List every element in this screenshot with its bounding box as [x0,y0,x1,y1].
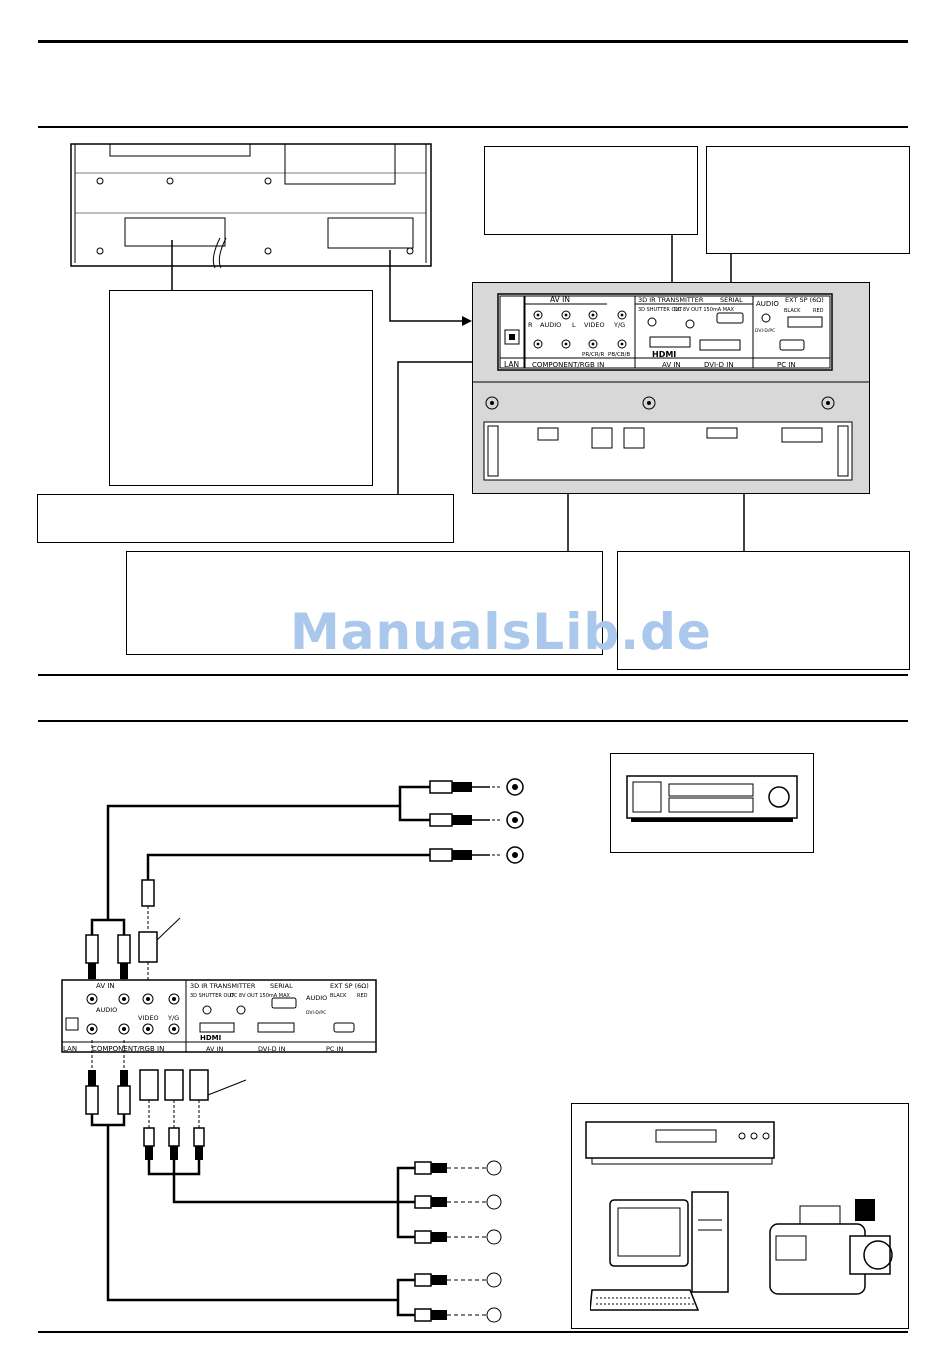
dc-out-label-bottom: DC 8V OUT 150mA MAX [230,993,291,999]
pr-cr-r-label: PR/CR/R [582,352,605,358]
top-rule [38,40,908,43]
callout-dvid-pc [617,551,910,670]
display-rear-illustration [70,143,432,269]
camcorder-icon [769,1199,893,1295]
source-devices-box [571,1103,909,1329]
callout-left-large [109,290,373,486]
dvid-pc-label: DVI-D/PC [755,328,775,334]
pc-in-label: PC IN [777,361,796,369]
section-rule-1 [38,126,908,128]
pc-in-bottom: PC IN [326,1045,343,1053]
audio-right-bottom: AUDIO [306,994,327,1002]
watermark-text: ManualsLib.de [290,603,712,661]
ir-transmitter-label: 3D IR TRANSMITTER [638,296,704,304]
dvd-player-icon [585,1121,775,1165]
bottom-rule [38,1331,908,1333]
vcr-device-box [610,753,814,853]
component-rgb-in-label: COMPONENT/RGB IN [532,361,604,369]
vcr-icon [626,775,798,822]
dvid-in-bottom: DVI-D IN [258,1045,286,1053]
callout-lan [37,494,454,543]
serial-label: SERIAL [720,296,743,304]
lan-label-bottom: LAN [63,1045,77,1053]
audio-label: AUDIO [540,321,561,329]
video-label: VIDEO [584,321,605,329]
hdmi-logo: HDMI [652,350,676,359]
av-in-hdmi-label: AV IN [662,361,681,369]
rca-plug-bottom-group [414,1160,502,1323]
audio-r-label: R [528,321,533,329]
terminal-panel-top: LAN AV IN R AUDIO L VIDEO Y/G PR/CR/R PB… [472,282,870,494]
rca-plug-top-1 [429,778,524,796]
ext-sp-label: EXT SP (6Ω) [785,296,824,304]
callout-top-middle [484,146,698,235]
shutter-out-label: 3D SHUTTER OUT [638,307,683,313]
dvid-pc-bottom: DVI-D/PC [306,1010,326,1016]
audio-l-label: L [572,321,576,329]
hdmi-logo-bottom: HDMI [200,1034,221,1042]
av-in-label: AV IN [550,295,570,304]
section-rule-3 [38,720,908,722]
section-rule-2 [38,674,908,676]
av-in-label-bottom: AV IN [96,982,115,990]
yg-label-bottom: Y/G [167,1014,179,1022]
yg-label: Y/G [613,321,625,329]
shutter-out-label-bottom: 3D SHUTTER OUT [190,993,235,999]
pb-cb-b-label: PB/CB/B [608,352,630,358]
lan-label: LAN [504,360,519,369]
rca-plug-top-2 [429,811,524,829]
av-in-hdmi-bottom: AV IN [206,1045,223,1053]
dvid-in-label: DVI-D IN [704,361,734,369]
audio-label-bottom: AUDIO [96,1006,117,1014]
serial-label-bottom: SERIAL [270,982,293,990]
dc-out-label: DC 8V OUT 150mA MAX [674,307,735,313]
callout-top-right [706,146,910,254]
ext-sp-bottom: EXT SP (6Ω) [330,982,369,990]
black-bottom: BLACK [330,993,347,999]
component-label-bottom: COMPONENT/RGB IN [92,1045,164,1053]
ir-label-bottom: 3D IR TRANSMITTER [190,982,256,990]
connection-diagram-bottom: LAN AV IN AUDIO VIDEO Y/G COMPONENT/RGB … [61,778,524,1323]
red-bottom: RED [357,993,368,999]
rca-plug-top-3 [429,846,524,864]
red-label: RED [813,308,824,314]
video-label-bottom: VIDEO [138,1014,159,1022]
black-label: BLACK [784,308,801,314]
callout-component-rgb [126,551,603,655]
audio-right-label: AUDIO [756,300,779,308]
computer-icon [590,1191,729,1311]
